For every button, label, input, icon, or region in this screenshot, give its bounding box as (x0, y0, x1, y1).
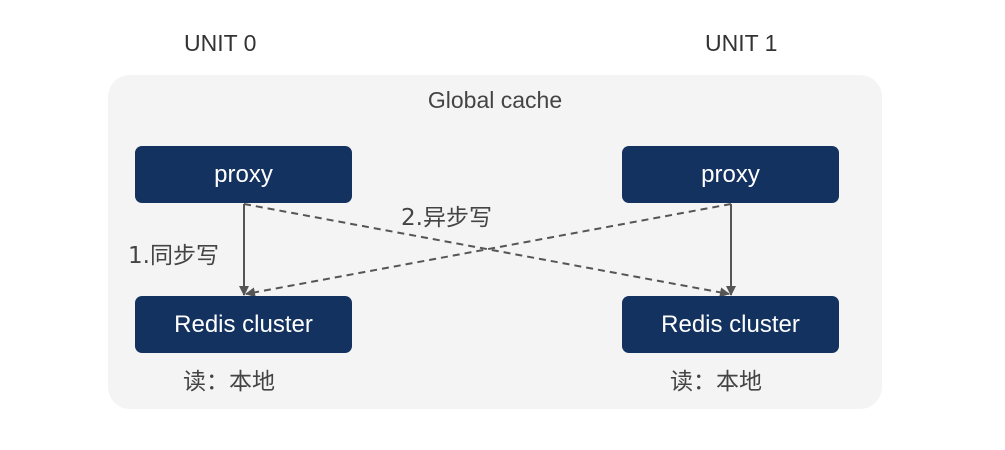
unit-0-label: UNIT 0 (184, 30, 257, 56)
read-local-note-unit1: 读：本地 (670, 369, 762, 395)
proxy-box-unit1: proxy (622, 146, 839, 203)
redis-cluster-box-unit1: Redis cluster (622, 296, 839, 353)
read-local-note-unit0: 读：本地 (183, 369, 275, 395)
async-write-arrow-to-unit1 (243, 203, 730, 298)
panel-title: Global cache (427, 87, 563, 113)
global-cache-panel: Global cache (108, 75, 882, 409)
proxy-box-unit0: proxy (135, 146, 352, 203)
sync-write-label: 1.同步写 (128, 243, 219, 269)
async-write-label: 2.异步写 (401, 205, 492, 231)
async-write-arrow-to-unit0 (245, 203, 732, 298)
redis-cluster-box-unit0: Redis cluster (135, 296, 352, 353)
unit-1-label: UNIT 1 (705, 30, 778, 56)
